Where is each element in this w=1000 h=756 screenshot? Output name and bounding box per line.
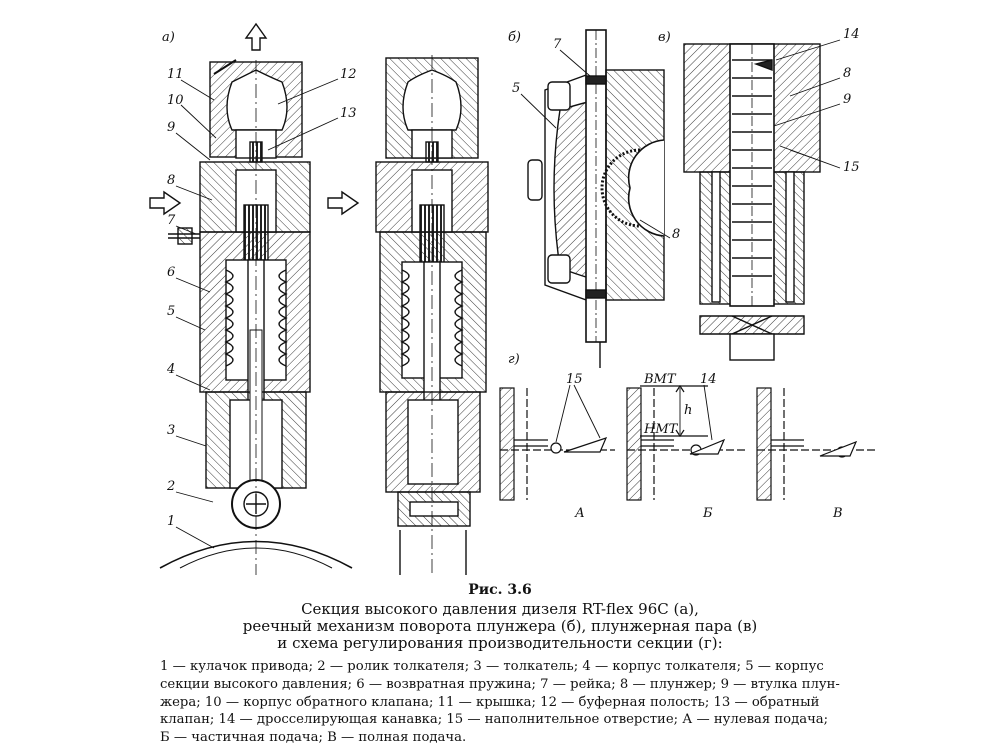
label-case-a: А — [574, 506, 585, 521]
label-6: 6 — [167, 265, 175, 280]
label-4: 4 — [166, 362, 175, 377]
legend-line: клапан; 14 — дросселирующая канавка; 15 … — [160, 712, 829, 728]
label-3: 3 — [167, 423, 175, 438]
technical-drawing: а) б) в) г) 11 10 9 8 7 6 5 4 3 2 1 12 1… — [149, 22, 876, 575]
label-case-b: Б — [702, 506, 713, 521]
view-g-label: г) — [508, 352, 520, 367]
label-v-9: 9 — [843, 92, 851, 107]
view-a-label: а) — [162, 30, 175, 45]
label-7: 7 — [167, 213, 176, 228]
caption-line-2: реечный механизм поворота плунжера (б), … — [242, 617, 758, 635]
label-stroke-h: h — [684, 403, 692, 418]
label-2: 2 — [166, 479, 175, 494]
label-b-7: 7 — [553, 37, 562, 52]
label-nmt: HMT — [643, 422, 679, 437]
label-9: 9 — [167, 120, 175, 135]
label-10: 10 — [167, 93, 184, 108]
view-v-plunger-pair — [683, 43, 821, 361]
label-5: 5 — [167, 304, 175, 319]
view-v-label: в) — [658, 30, 671, 45]
view-b-rack-mechanism — [527, 29, 665, 368]
label-v-14: 14 — [843, 27, 860, 42]
label-b-5: 5 — [512, 81, 520, 96]
leader-lines — [175, 39, 841, 549]
label-b-8: 8 — [672, 227, 680, 242]
arrow-up — [244, 22, 268, 51]
legend-line: 1 — кулачок привода; 2 — ролик толкателя… — [160, 659, 824, 674]
legend-line: Б — частичная подача; В — полная подача. — [160, 730, 467, 746]
label-11: 11 — [167, 67, 184, 82]
legend-line: жера; 10 — корпус обратного клапана; 11 … — [160, 694, 820, 710]
label-g-15: 15 — [566, 372, 583, 387]
label-8: 8 — [167, 173, 175, 188]
label-v-8: 8 — [843, 66, 851, 81]
legend-line: секции высокого давления; 6 — возвратная… — [160, 676, 840, 692]
label-1: 1 — [167, 514, 175, 529]
label-12: 12 — [340, 67, 357, 82]
arrow-in-right — [327, 190, 360, 216]
label-g-14: 14 — [700, 372, 717, 387]
view-a-right-section — [375, 55, 489, 575]
view-a-left-section — [159, 59, 353, 575]
caption-line-3: и схема регулирования производительности… — [277, 634, 723, 652]
arrow-in-left — [149, 190, 182, 216]
figure-number: Рис. 3.6 — [468, 582, 532, 598]
view-g-regulation-scheme — [499, 384, 876, 501]
label-case-v: В — [832, 506, 843, 521]
label-13: 13 — [340, 106, 357, 121]
label-v-15: 15 — [843, 160, 860, 175]
label-bmt: BMT — [643, 372, 677, 387]
caption-line-1: Секция высокого давления дизеля RT-flex … — [301, 600, 699, 618]
view-b-label: б) — [508, 30, 521, 45]
figure-legend: 1 — кулачок привода; 2 — ролик толкателя… — [160, 658, 890, 747]
